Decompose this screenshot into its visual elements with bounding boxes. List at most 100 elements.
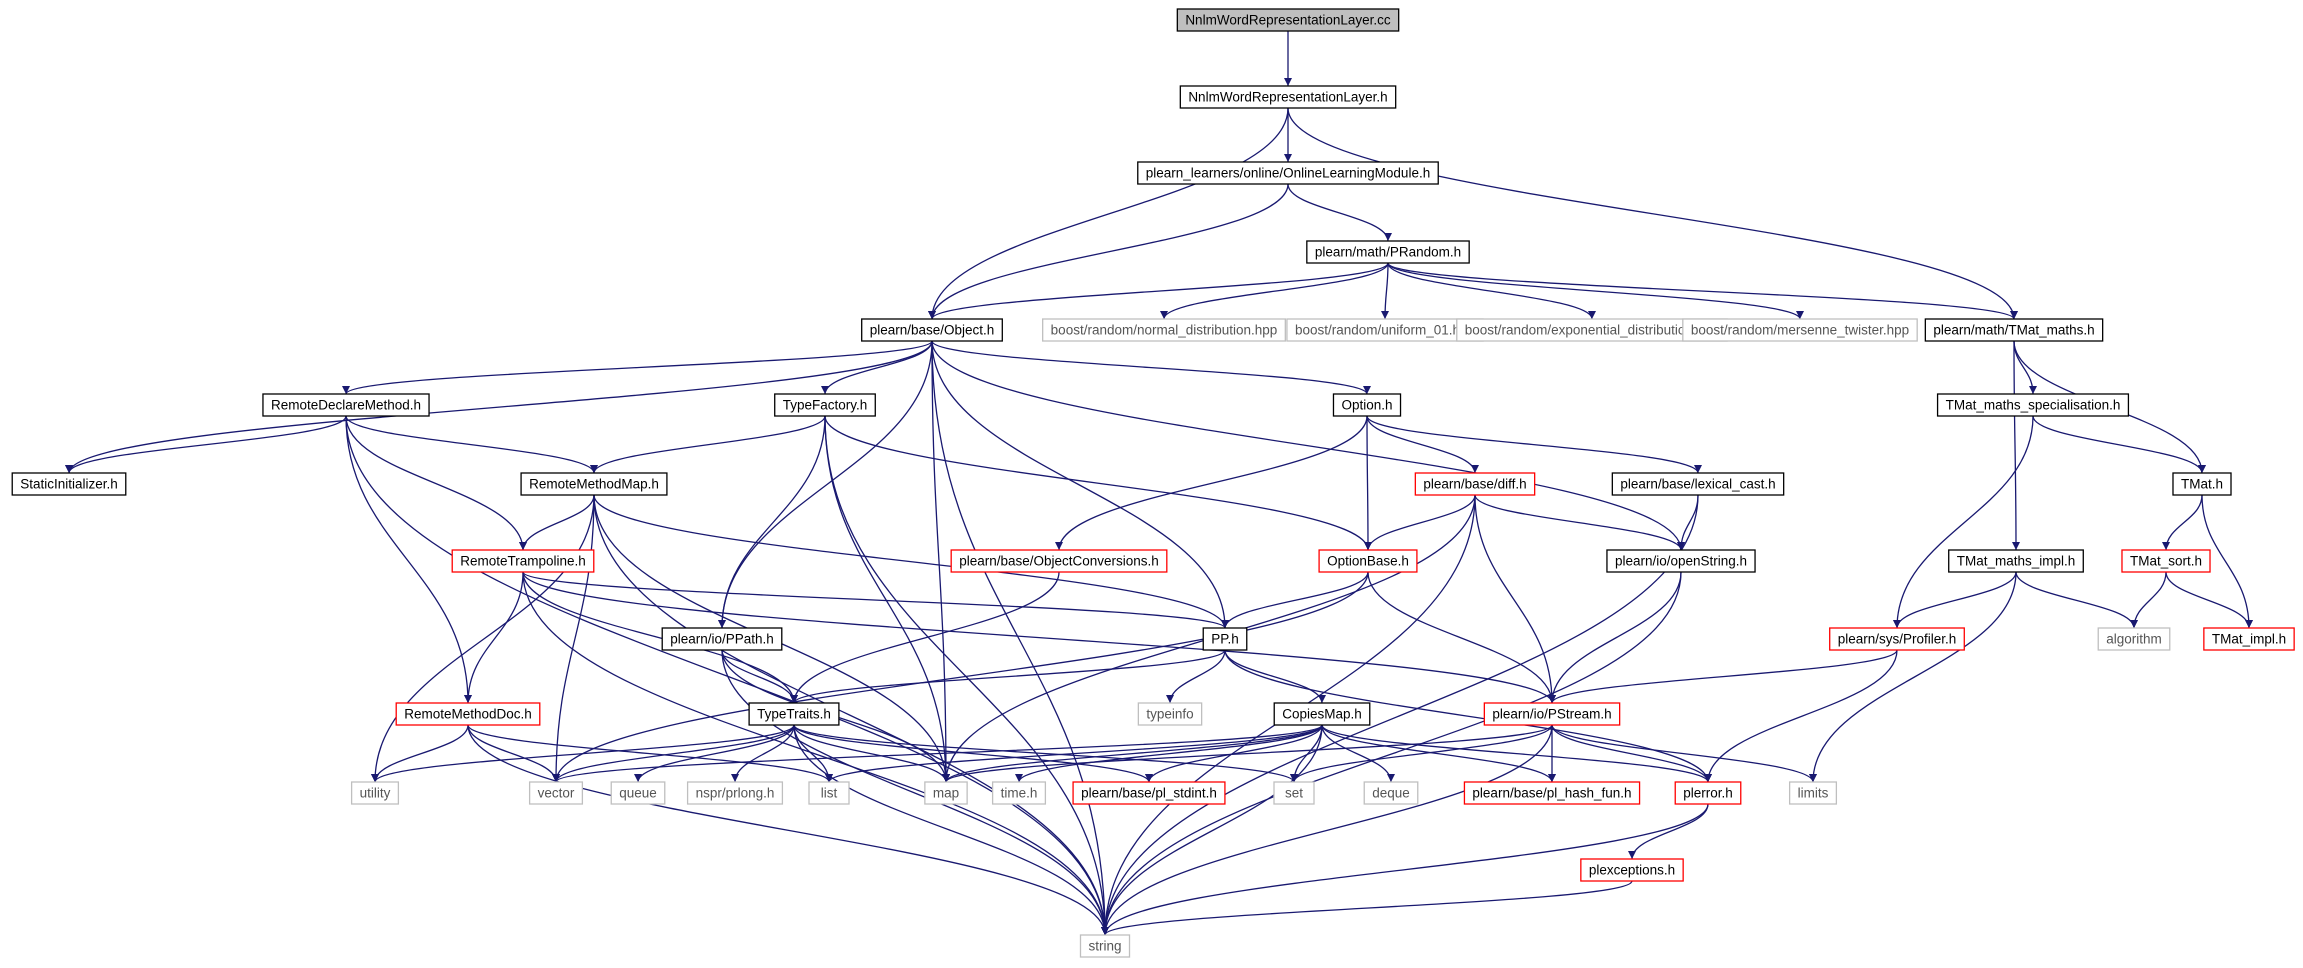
node-plhash[interactable]: plearn/base/pl_hash_fun.h [1463, 781, 1641, 805]
edge-line [2015, 571, 2138, 629]
node-copiesmap[interactable]: CopiesMap.h [1273, 702, 1371, 726]
edge-line [1015, 724, 1323, 783]
node-nwrl_h[interactable]: NnlmWordRepresentationLayer.h [1179, 85, 1397, 109]
edge-line [522, 571, 798, 704]
node-box [1079, 934, 1131, 958]
node-label: boost/random/normal_distribution.hpp [1051, 323, 1278, 338]
node-tmat_spec[interactable]: TMat_maths_specialisation.h [1936, 393, 2130, 417]
node-tmat_impl_h[interactable]: TMat_maths_impl.h [1948, 549, 2084, 573]
node-set: set [1273, 781, 1315, 805]
node-label: TypeTraits.h [757, 707, 831, 722]
node-lexcast[interactable]: plearn/base/lexical_cast.h [1611, 472, 1785, 496]
node-pstream[interactable]: plearn/io/PStream.h [1483, 702, 1621, 726]
node-tmat_sort[interactable]: TMat_sort.h [2121, 549, 2211, 573]
node-box [1273, 702, 1371, 726]
node-option[interactable]: Option.h [1332, 393, 1402, 417]
edge-line [1551, 724, 1817, 783]
node-prandom[interactable]: plearn/math/PRandom.h [1306, 240, 1470, 264]
node-objconv[interactable]: plearn/base/ObjectConversions.h [950, 549, 1168, 573]
node-staticinit[interactable]: StaticInitializer.h [11, 472, 127, 496]
node-label: CopiesMap.h [1282, 707, 1362, 722]
node-label: TypeFactory.h [783, 398, 868, 413]
edge-line [790, 571, 1060, 704]
edge-typetraits-to-set [793, 724, 1298, 783]
node-label: Option.h [1341, 398, 1392, 413]
edge-line [552, 724, 1323, 783]
node-label: plearn/base/ObjectConversions.h [959, 554, 1159, 569]
edge-line [824, 415, 1109, 936]
edge-line [1321, 724, 1712, 783]
edge-pstream-to-map [942, 724, 1553, 783]
edge-line [1474, 494, 1556, 704]
node-tmat_impl[interactable]: TMat_impl.h [2203, 627, 2295, 651]
edge-copiesmap-to-time [1015, 724, 1323, 783]
node-label: string [1088, 939, 1121, 954]
node-label: RemoteTrampoline.h [460, 554, 586, 569]
node-plexceptions[interactable]: plexceptions.h [1580, 858, 1684, 882]
edge-diff-to-optionbase [1364, 494, 1476, 551]
node-profiler[interactable]: plearn/sys/Profiler.h [1829, 627, 1965, 651]
edge-prandom-to-b_mt [1387, 262, 1804, 320]
node-string: string [1079, 934, 1131, 958]
edge-line [1628, 803, 1709, 860]
edge-line [1367, 571, 1556, 704]
edge-typetraits-to-nspr [731, 724, 795, 783]
edge-typefactory-to-string [824, 415, 1109, 936]
edge-line [593, 494, 1109, 936]
node-box [1414, 472, 1536, 496]
node-box [1042, 318, 1286, 342]
edge-optionbase-to-vector [552, 571, 1369, 783]
edge-line [1287, 107, 2018, 320]
edge-line [2162, 494, 2203, 551]
node-box [950, 549, 1168, 573]
node-label: map [933, 786, 959, 801]
edge-rtramp-to-typetraits [522, 571, 798, 704]
node-rmm[interactable]: RemoteMethodMap.h [520, 472, 668, 496]
node-box [1318, 549, 1418, 573]
node-optionbase[interactable]: OptionBase.h [1318, 549, 1418, 573]
edge-line [2201, 494, 2253, 629]
node-box [2121, 549, 2211, 573]
node-label: typeinfo [1146, 707, 1193, 722]
edge-line [552, 724, 795, 783]
edge-option-to-optionbase [1363, 415, 1372, 551]
node-label: boost/random/uniform_01.hpp [1295, 323, 1475, 338]
edge-plexceptions-to-string [1101, 880, 1633, 936]
node-tmat_maths[interactable]: plearn/math/TMat_maths.h [1924, 318, 2104, 342]
node-rtramp[interactable]: RemoteTrampoline.h [451, 549, 595, 573]
edge-plerror-to-string [1101, 803, 1709, 936]
node-label: plerror.h [1683, 786, 1733, 801]
node-typefactory[interactable]: TypeFactory.h [774, 393, 876, 417]
node-box [520, 472, 668, 496]
node-utility: utility [350, 781, 400, 805]
node-tmat[interactable]: TMat.h [2172, 472, 2232, 496]
node-pp[interactable]: PP.h [1202, 627, 1248, 651]
node-plerror[interactable]: plerror.h [1674, 781, 1742, 805]
node-limits: limits [1788, 781, 1838, 805]
edge-line [1321, 724, 1556, 783]
edge-object-to-option [931, 340, 1371, 395]
node-object[interactable]: plearn/base/Object.h [861, 318, 1003, 342]
node-diff[interactable]: plearn/base/diff.h [1414, 472, 1536, 496]
node-queue: queue [610, 781, 666, 805]
node-rmdoc[interactable]: RemoteMethodDoc.h [395, 702, 541, 726]
edge-line [1287, 183, 1392, 242]
edge-ppath-to-string [721, 649, 1109, 936]
node-openstring[interactable]: plearn/io/openString.h [1606, 549, 1756, 573]
node-rdm[interactable]: RemoteDeclareMethod.h [262, 393, 430, 417]
node-typetraits[interactable]: TypeTraits.h [748, 702, 840, 726]
node-label: plearn_learners/online/OnlineLearningMod… [1146, 166, 1430, 181]
edge-lexcast-to-openstring [1677, 494, 1699, 551]
node-plstdint[interactable]: plearn/base/pl_stdint.h [1072, 781, 1226, 805]
edge-layer [65, 31, 2253, 936]
node-olm[interactable]: plearn_learners/online/OnlineLearningMod… [1137, 161, 1439, 185]
node-ppath[interactable]: plearn/io/PPath.h [661, 627, 783, 651]
edge-line [942, 724, 1323, 783]
edge-line [1055, 415, 1368, 551]
edge-tmat_spec-to-profiler [1893, 415, 2034, 629]
edge-line [1551, 724, 1712, 783]
node-root[interactable]: NnlmWordRepresentationLayer.cc [1176, 8, 1400, 32]
edge-copiesmap-to-plerror [1321, 724, 1712, 783]
edge-typefactory-to-ppath [718, 415, 826, 629]
